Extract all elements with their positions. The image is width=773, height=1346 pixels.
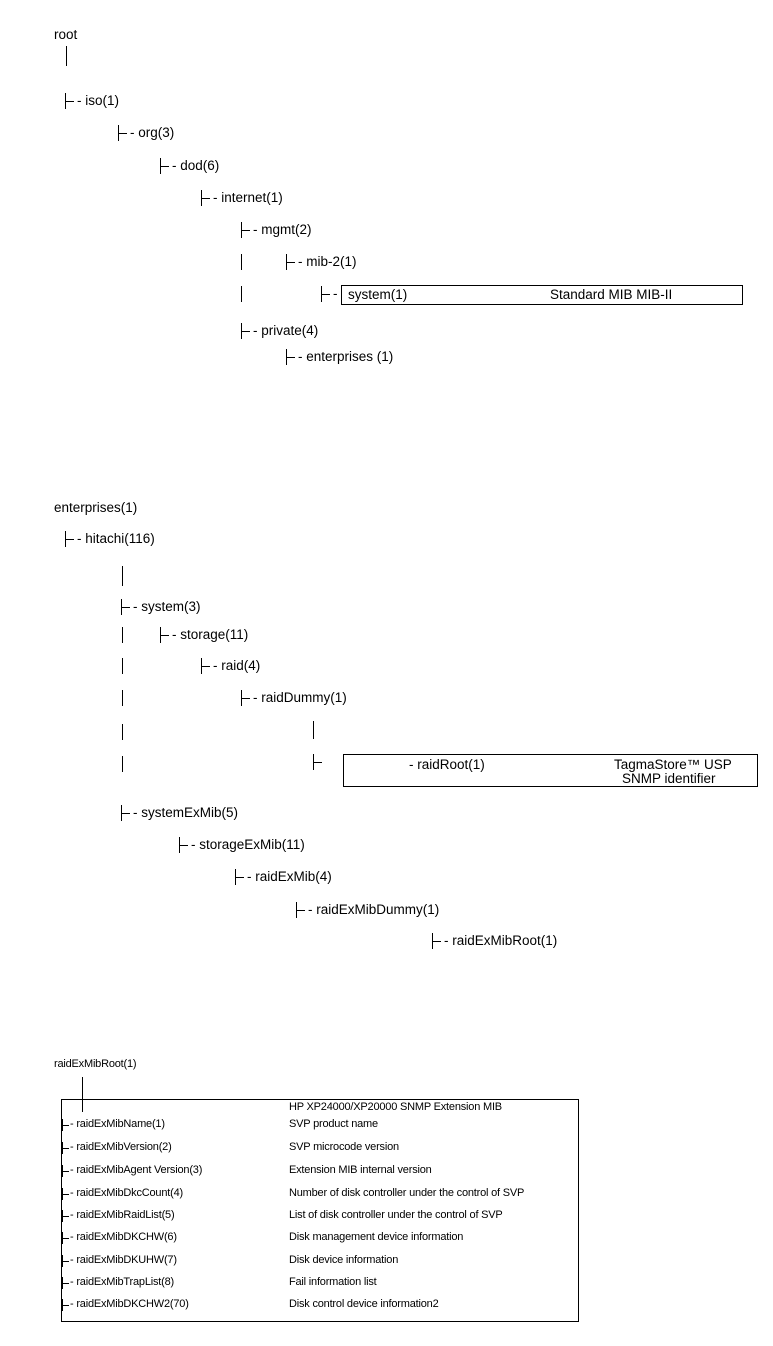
raid-root-description: TagmaStore™ USP (614, 757, 732, 772)
mib-object-description: Number of disk controller under the cont… (289, 1187, 525, 1199)
mib-object-description: Disk management device information (289, 1231, 464, 1243)
tree-connector (82, 1077, 83, 1101)
node-dod: - dod(6) (172, 158, 220, 173)
node-raid: - raid(4) (213, 658, 261, 673)
mib-object-description: Disk control device information2 (289, 1298, 439, 1310)
tree-connector (313, 721, 314, 739)
node-raidDummy: - raidDummy(1) (253, 690, 347, 705)
node-raidRoot: - raidRoot(1) (409, 757, 485, 772)
mib-object-name: - raidExMibTrapList(8) (70, 1276, 174, 1288)
tree-connector (241, 254, 242, 270)
node-enterprises-root: enterprises(1) (54, 500, 138, 515)
node-mgmt: - mgmt(2) (253, 222, 312, 237)
system-description: Standard MIB MIB-II (550, 287, 673, 302)
node-mib-2: - mib-2(1) (298, 254, 357, 269)
node-org: - org(3) (130, 125, 175, 140)
node-raidExMibRoot: - raidExMibRoot(1) (444, 933, 558, 948)
mib-object-name: - raidExMibDKCHW(6) (70, 1231, 177, 1243)
node-raidExMib: - raidExMib(4) (247, 869, 332, 884)
mib-object-description: SVP product name (289, 1118, 378, 1130)
mib-object-name: - raidExMibDkcCount(4) (70, 1187, 183, 1199)
node-enterprises: - enterprises (1) (298, 349, 394, 364)
tree-connector (122, 566, 123, 586)
mib-object-name: - raidExMibAgent Version(3) (70, 1164, 203, 1176)
tree-connector (122, 756, 123, 772)
mib-object-name: - raidExMibName(1) (70, 1118, 165, 1130)
mib-object-description: Extension MIB internal version (289, 1164, 432, 1176)
tree-connector (122, 690, 123, 706)
node-root: root (54, 27, 78, 42)
node-systemExMib: - systemExMib(5) (133, 805, 239, 820)
tree-connector (122, 627, 123, 643)
standard-mib-box: system(1) Standard MIB MIB-II (341, 285, 743, 305)
node-system: system(1) (348, 287, 408, 302)
node-prefix: - (333, 286, 338, 301)
mib-object-name: - raidExMibDKCHW2(70) (70, 1298, 189, 1310)
node-storageExMib: - storageExMib(11) (191, 837, 305, 852)
node-system: - system(3) (133, 599, 201, 614)
node-hitachi: - hitachi(116) (77, 531, 155, 546)
mib-object-description: Fail information list (289, 1276, 377, 1288)
node-raidExMibRoot-title: raidExMibRoot(1) (54, 1058, 137, 1070)
node-storage: - storage(11) (172, 627, 249, 642)
mib-object-description: SVP microcode version (289, 1141, 399, 1153)
tree-connector (66, 46, 67, 66)
tree-connector (122, 724, 123, 740)
node-private: - private(4) (253, 323, 319, 338)
mib-object-name: - raidExMibVersion(2) (70, 1141, 172, 1153)
mib-object-description: Disk device information (289, 1254, 399, 1266)
mib-object-name: - raidExMibRaidList(5) (70, 1209, 175, 1221)
raid-root-box: - raidRoot(1) TagmaStore™ USP SNMP ident… (343, 754, 758, 787)
mib-object-name: - raidExMibDKUHW(7) (70, 1254, 177, 1266)
tree-connector (241, 286, 242, 302)
node-raidExMibDummy: - raidExMibDummy(1) (308, 902, 440, 917)
tree-connector (122, 658, 123, 674)
raid-root-description-2: SNMP identifier (622, 771, 716, 786)
node-internet: - internet(1) (213, 190, 283, 205)
extension-mib-header: HP XP24000/XP20000 SNMP Extension MIB (289, 1101, 502, 1113)
mib-object-description: List of disk controller under the contro… (289, 1209, 503, 1221)
tree-connector (82, 1100, 83, 1112)
extension-mib-table: HP XP24000/XP20000 SNMP Extension MIB - … (61, 1099, 579, 1322)
node-iso: - iso(1) (77, 93, 120, 108)
